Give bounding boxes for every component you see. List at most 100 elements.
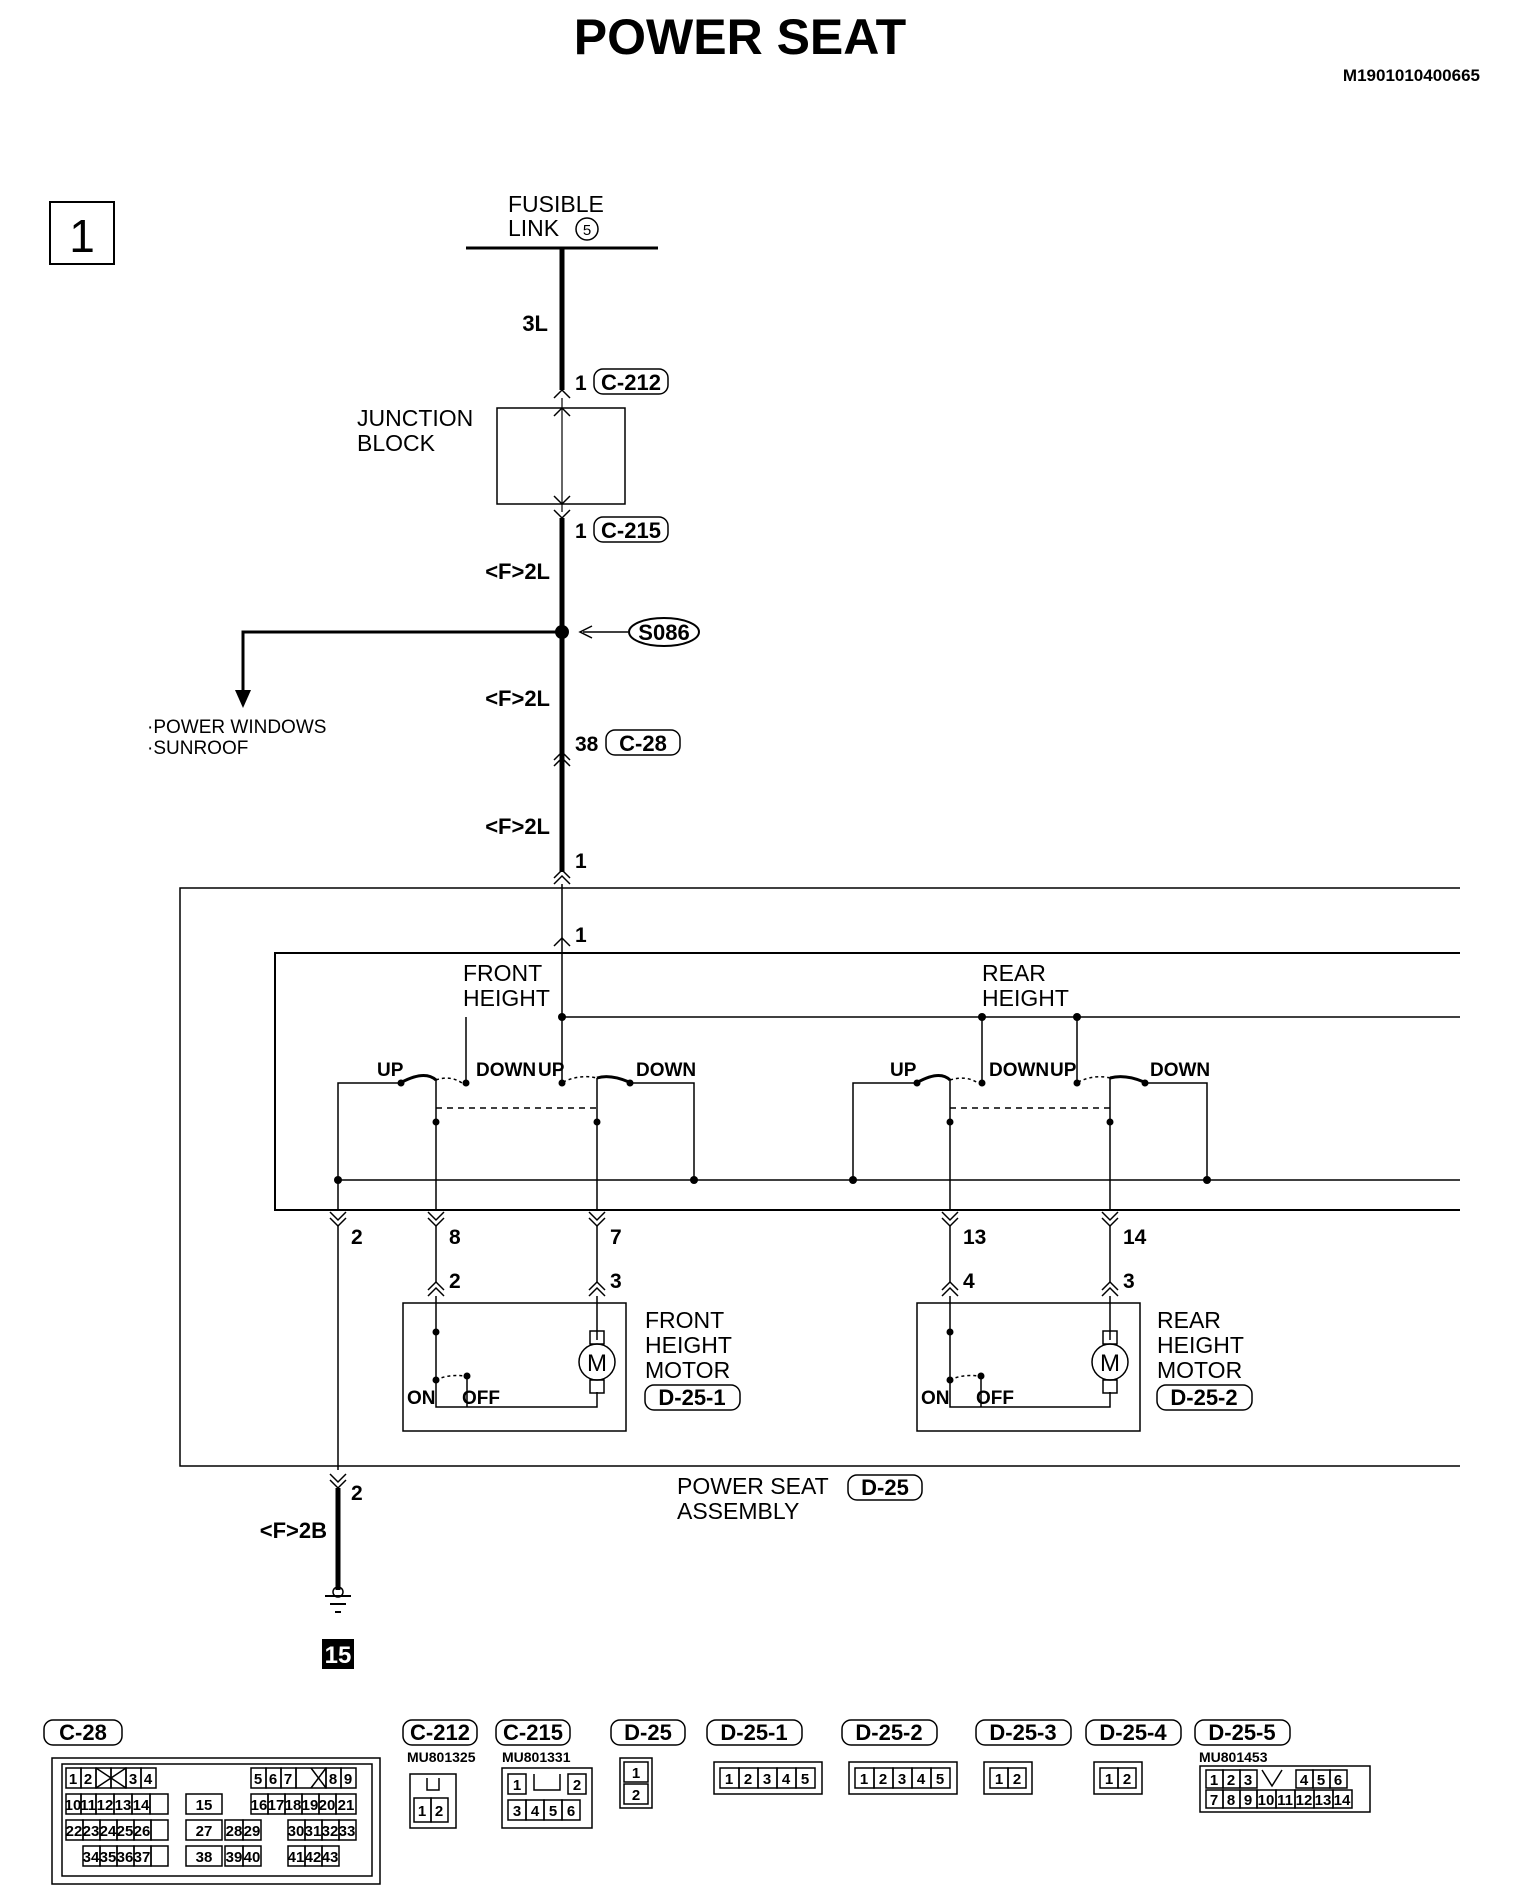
wire-label-2l-1: <F>2L	[485, 559, 550, 584]
cavity-number: 42	[305, 1849, 322, 1866]
cavity-number: 29	[244, 1823, 261, 1840]
connector-view-c28: C-28	[59, 1720, 107, 1745]
brush-icon	[589, 1379, 605, 1394]
connector-arrow	[553, 868, 571, 879]
ground-reference: 15	[325, 1642, 352, 1669]
cavity-number: 23	[83, 1823, 100, 1840]
cavity-number: 1	[860, 1771, 868, 1788]
front-motor-label-2: HEIGHT	[645, 1332, 732, 1358]
cavity-number: 7	[284, 1771, 292, 1788]
cavity-number: 12	[1296, 1792, 1313, 1809]
connector-d25-3-face	[983, 1761, 1033, 1795]
front-switch-blade-1	[401, 1074, 438, 1084]
connector-d25-5-face	[1199, 1765, 1371, 1813]
cavity-number: 31	[305, 1823, 322, 1840]
wire-label-3l: 3L	[522, 311, 548, 336]
cavity-number: 34	[83, 1849, 100, 1866]
front-motor-label-3: MOTOR	[645, 1357, 730, 1383]
wire-label-2l-2: <F>2L	[485, 686, 550, 711]
front-down-ground-wire	[630, 1082, 695, 1180]
pin-switch-out-7: 7	[610, 1226, 622, 1249]
connector-arrow	[553, 750, 571, 761]
cavity-number: 15	[196, 1797, 213, 1814]
rear-down-ground-wire	[1145, 1082, 1208, 1180]
cavity-number: 14	[1334, 1792, 1351, 1809]
cavity-number: 4	[144, 1771, 153, 1788]
rear-height-motor-box	[916, 1302, 1141, 1432]
connector-view-tag	[43, 1719, 123, 1746]
fusible-number: 5	[583, 222, 591, 239]
branch-sunroof: ·SUNROOF	[147, 738, 248, 759]
switch-up-label: UP	[890, 1060, 917, 1081]
fusible-link-label: FUSIBLE	[508, 191, 604, 217]
connector-view-tag	[841, 1719, 938, 1746]
cavity-number: 2	[1227, 1772, 1235, 1789]
cavity-number: 2	[435, 1803, 443, 1820]
cavity-number: 4	[917, 1771, 926, 1788]
pin-assembly-in: 1	[575, 850, 587, 873]
connector-c212: C-212	[601, 370, 661, 395]
junction-dot	[432, 1118, 440, 1126]
cavity-number: 16	[251, 1797, 268, 1814]
cavity-number: 4	[782, 1771, 791, 1788]
switch-up-label: UP	[377, 1060, 404, 1081]
pin-rear-motor-3: 3	[1123, 1270, 1135, 1293]
cavity-number: 9	[344, 1771, 352, 1788]
cavity-number: 37	[134, 1849, 151, 1866]
junction-dot	[1106, 1118, 1114, 1126]
junction-dot	[1203, 1176, 1211, 1184]
pin-rear-motor-4: 4	[963, 1270, 975, 1293]
connector-arrow	[553, 388, 571, 399]
rear-up-ground-wire	[852, 1082, 917, 1180]
splice-pointer-arrow	[578, 625, 593, 639]
connector-tag-c215	[593, 516, 669, 543]
cavity-number: 33	[339, 1823, 356, 1840]
front-switch-blade-2	[596, 1075, 630, 1084]
rear-switch-dash-2	[1077, 1075, 1111, 1083]
motor-off-label: OFF	[976, 1388, 1014, 1409]
cavity-number: 3	[898, 1771, 906, 1788]
cavity-number: 3	[763, 1771, 771, 1788]
connector-c215: C-215	[601, 518, 661, 543]
cavity-number: 1	[632, 1765, 640, 1782]
pin-switch-in: 1	[575, 924, 587, 947]
junction-dot	[690, 1176, 698, 1184]
cavity-number: 36	[117, 1849, 134, 1866]
cavity-number: 2	[1013, 1771, 1021, 1788]
connector-view-d25-5: D-25-5	[1208, 1720, 1275, 1745]
connector-tag-c212	[593, 368, 669, 395]
cavity-number: 6	[269, 1771, 277, 1788]
ground-reference-box	[322, 1639, 354, 1669]
connector-view-d25-1: D-25-1	[720, 1720, 787, 1745]
connector-arrow	[329, 1473, 347, 1484]
connector-view-tag	[495, 1719, 571, 1746]
switch-box	[274, 952, 1460, 1211]
cavity-number: 27	[196, 1823, 213, 1840]
cavity-number: 18	[285, 1797, 302, 1814]
cavity-number: 1	[513, 1777, 521, 1794]
cavity-number: 9	[1244, 1792, 1252, 1809]
pin-c215: 1	[575, 520, 587, 543]
connector-d25-2: D-25-2	[1170, 1385, 1237, 1410]
connector-view-d25: D-25	[624, 1720, 672, 1745]
connector-arrow	[553, 756, 571, 767]
junction-dot	[978, 1013, 986, 1021]
connector-view-c212: C-212	[410, 1720, 470, 1745]
cavity-number: 32	[322, 1823, 339, 1840]
connector-c28: C-28	[619, 731, 667, 756]
switch-down-label: DOWN	[1150, 1060, 1210, 1081]
cavity-number: 26	[134, 1823, 151, 1840]
connector-arrow	[553, 874, 571, 885]
connector-view-tag	[402, 1719, 478, 1746]
connector-tag-c28	[605, 729, 681, 756]
cavity-number: 5	[801, 1771, 809, 1788]
cavity-number: 22	[66, 1823, 83, 1840]
cavity-number: 5	[1317, 1772, 1325, 1789]
cavity-number: 38	[196, 1849, 213, 1866]
branch-arrow	[235, 690, 251, 708]
switch-output-arrows	[329, 1211, 1119, 1228]
pin-ground: 2	[351, 1482, 363, 1505]
page-title: POWER SEAT	[574, 9, 906, 65]
cavity-number: 28	[226, 1823, 243, 1840]
